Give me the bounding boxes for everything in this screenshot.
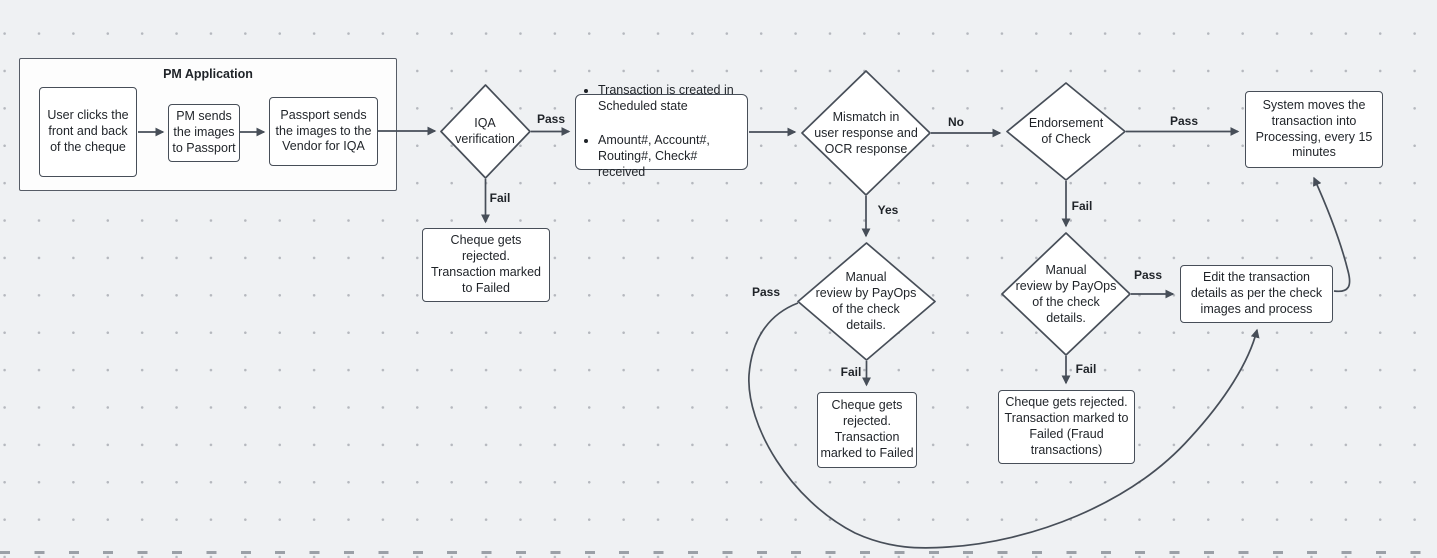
edge-label-iqa-pass[interactable]: Pass <box>536 112 566 126</box>
node-rejected-after-iqa[interactable]: Cheque gets rejected. Transaction marked… <box>422 228 550 302</box>
decision-iqa-label[interactable]: IQA verification <box>455 116 515 146</box>
decision-manual-review-2-shape[interactable] <box>1001 232 1131 356</box>
edge-label-endorsement-fail[interactable]: Fail <box>1071 199 1093 213</box>
edge-group <box>138 126 1351 549</box>
edge-label-mismatch-no[interactable]: No <box>948 115 964 129</box>
node-edit-transaction[interactable]: Edit the transaction details as per the … <box>1180 265 1333 323</box>
pm-application-title: PM Application <box>163 67 253 81</box>
canvas-bottom-dashes <box>0 551 1437 554</box>
decision-iqa-shape[interactable] <box>440 84 531 179</box>
node-system-processing[interactable]: System moves the transaction into Proces… <box>1245 91 1383 168</box>
scheduled-bullet-item: Amount#, Account#, Routing#, Check# rece… <box>598 133 741 181</box>
scheduled-bullet-item: Transaction is created in Scheduled stat… <box>598 83 741 115</box>
decision-mismatch-label[interactable]: Mismatch in user response and OCR respon… <box>814 110 918 156</box>
scheduled-bullet-list: Transaction is created in Scheduled stat… <box>576 67 747 198</box>
node-rejected-after-manual-review[interactable]: Cheque gets rejected. Transaction marked… <box>817 392 917 468</box>
node-rejected-fraud[interactable]: Cheque gets rejected. Transaction marked… <box>998 390 1135 464</box>
decision-endorsement-label[interactable]: Endorsement of Check <box>1028 116 1104 146</box>
node-user-clicks-cheque[interactable]: User clicks the front and back of the ch… <box>39 87 137 177</box>
node-transaction-scheduled[interactable]: Transaction is created in Scheduled stat… <box>575 83 748 179</box>
decision-manual-review-1-label[interactable]: Manual review by PayOps of the check det… <box>815 270 917 332</box>
decision-endorsement-shape[interactable] <box>1006 82 1126 181</box>
node-pm-sends-images[interactable]: PM sends the images to Passport <box>168 104 240 162</box>
edge-label-manual1-fail[interactable]: Fail <box>840 365 862 379</box>
decision-shapes-group <box>440 70 1131 361</box>
edge-label-iqa-fail[interactable]: Fail <box>489 191 511 205</box>
edge-label-manual2-fail[interactable]: Fail <box>1075 362 1097 376</box>
decision-manual-review-1-shape[interactable] <box>797 242 936 361</box>
decision-manual-review-2-label[interactable]: Manual review by PayOps of the check det… <box>1015 263 1117 325</box>
edge-manual1-pass-curve[interactable] <box>748 302 1260 549</box>
edge-label-mismatch-yes[interactable]: Yes <box>877 203 899 217</box>
edge-label-endorsement-pass[interactable]: Pass <box>1169 114 1199 128</box>
edge-label-manual1-pass[interactable]: Pass <box>751 285 781 299</box>
edge-edit-to-system-curve[interactable] <box>1313 176 1351 293</box>
edge-label-manual2-pass[interactable]: Pass <box>1133 268 1163 282</box>
node-passport-sends-vendor[interactable]: Passport sends the images to the Vendor … <box>269 97 378 166</box>
decision-mismatch-shape[interactable] <box>801 70 931 196</box>
